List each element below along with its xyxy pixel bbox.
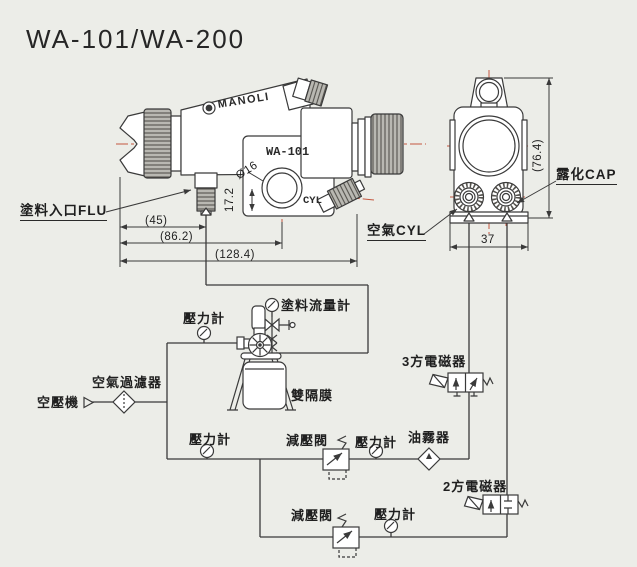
leader-lines [105,180,557,235]
dim-128-4: (128.4) [215,249,255,261]
solenoid-2way-symbol [463,494,529,515]
air-cyl-label: 空氣CYL [367,219,426,241]
gun-rear-view [449,77,529,224]
pressure-gauge-label-4: 壓力計 [374,507,417,522]
paint-inlet-nipple [194,172,218,216]
dim-76-4: (76.4) [532,138,544,172]
pressure-gauge-label-1: 壓力計 [183,311,226,326]
model-text: WA-101 [266,145,310,159]
dim-45: (45) [145,215,168,227]
solenoid-2way-label: 2方電磁器 [443,479,508,494]
gun-side-view [119,77,404,217]
top-air-valve [292,77,329,107]
oil-mister-symbol [417,447,441,471]
cap-label: 露化CAP [556,163,617,185]
flow-meter-symbol [264,297,296,353]
cylinder-port-circle [261,167,303,209]
pressure-gauge-label-3: 壓力計 [355,435,398,450]
pressure-gauge-symbol-4 [383,518,399,534]
fluid-adjust-knob [370,113,404,175]
pressure-gauge-symbol-1 [196,325,212,341]
cyl-port-text: CYL [303,195,322,207]
air-cap-horns [119,111,146,177]
page-title: WA-101/WA-200 [26,24,246,54]
compressor-symbol [83,396,95,409]
dim-86-2: (86.2) [160,231,194,243]
cap-fitting [490,181,522,213]
dim-37: 37 [481,234,495,246]
dimension-lines [119,77,553,267]
reducing-valve-label-2: 減壓閥 [291,508,334,523]
reducing-valve-1-symbol [322,435,350,480]
oil-mister-label: 油霧器 [408,430,451,445]
flow-meter-label: 塗料流量計 [281,298,352,313]
air-filter-symbol [112,390,136,414]
air-filter-label: 空氣過濾器 [92,375,163,390]
diaphragm-pump-label: 雙隔膜 [291,388,334,403]
pressure-gauge-symbol-3 [368,443,384,459]
reducing-valve-label-1: 減壓閥 [286,433,329,448]
dim-17-2: 17.2 [224,187,236,212]
pressure-gauge-symbol-2 [199,443,215,459]
pressure-gauge-label-2: 壓力計 [189,432,232,447]
air-inlet-fitting [316,177,366,213]
base-plate [449,211,529,224]
cyl-fitting [453,181,485,213]
solenoid-3way-label: 3方電磁器 [402,354,467,369]
paint-inlet-label: 塗料入口FLU [20,199,108,221]
cap-retaining-ring [143,108,172,179]
solenoid-3way-symbol [428,372,494,397]
compressor-label: 空壓機 [37,395,80,410]
diaphragm-pump-symbol [227,305,296,411]
reducing-valve-2-symbol [332,513,360,558]
